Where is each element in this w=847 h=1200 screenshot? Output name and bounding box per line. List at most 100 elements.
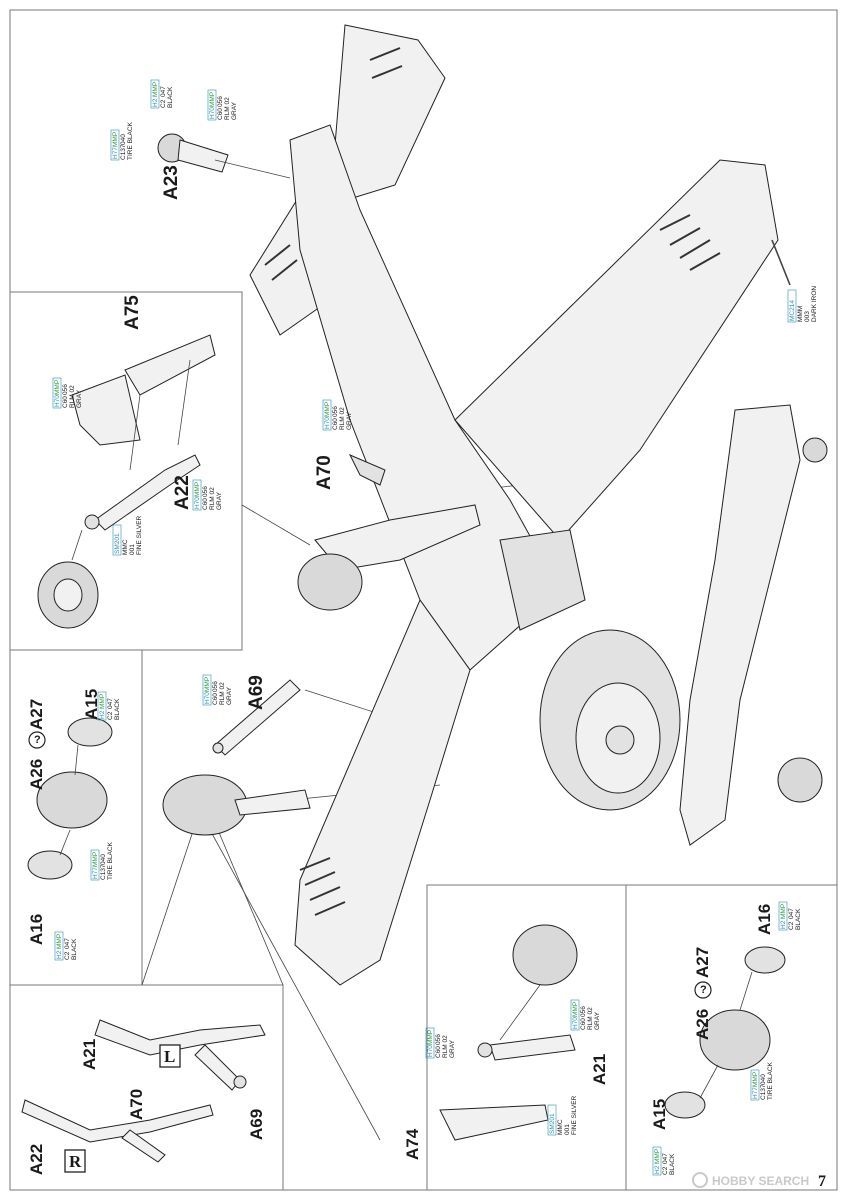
part-label-a26-left: A26 [27,759,46,790]
svg-text:H2: H2 [56,950,63,959]
svg-text:C60: C60 [202,498,209,510]
svg-text:GRAY: GRAY [216,491,223,510]
hub-cover-a16-right [744,946,786,974]
svg-text:056: 056 [202,486,209,497]
svg-text:C137: C137 [120,144,127,160]
strut-a21-upper [234,789,311,816]
panel-leg-a21 [426,884,837,1190]
gear-door-a74 [439,1104,549,1141]
optional-parts-symbol-left [28,731,46,749]
svg-text:GRAY: GRAY [226,686,233,705]
part-label-a16-right: A16 [755,904,774,935]
side-marker-left-box [159,1044,181,1068]
svg-text:SM201: SM201 [549,1113,556,1134]
svg-text:GRAY: GRAY [231,101,238,120]
svg-text:DARK IRON: DARK IRON [811,286,818,322]
paint-callout-rlm02-a21: H70 MMP C60 056 RLM 02 GRAY [570,999,601,1031]
watermark-logo-icon [692,1172,708,1188]
svg-text:MMP: MMP [209,92,216,107]
svg-text:C137: C137 [760,1084,767,1100]
svg-text:H77: H77 [92,867,99,879]
spinner [605,725,635,755]
svg-text:MC214: MC214 [789,300,796,321]
part-label-a27-right: A27 [693,947,712,978]
paint-callout-black-a16-right: H2 MMP C2 047 BLACK [778,901,802,931]
paint-callout-rlm02-a74: H70 MMP C60 056 RLM 02 GRAY [425,1027,456,1059]
part-label-a21-install: A21 [590,1054,609,1085]
svg-text:RLM 02: RLM 02 [209,487,216,510]
svg-text:MMP: MMP [752,1072,759,1087]
svg-text:H2: H2 [654,1165,661,1174]
svg-text:MMP: MMP [112,132,119,147]
svg-text:047: 047 [662,1153,669,1164]
paint-callout-fine-silver-a21: SM201 MMC 001 FINE SILVER [547,1095,578,1136]
svg-text:001: 001 [129,544,136,555]
svg-text:056: 056 [332,406,339,417]
svg-text:H2: H2 [780,920,787,929]
wheel-on-leg [512,924,578,986]
pitot-tube [771,239,791,286]
side-marker-right: R [69,1152,82,1171]
svg-text:MMP: MMP [54,380,61,395]
svg-text:047: 047 [64,938,71,949]
hub-cover-a15-right [664,1091,706,1119]
tail-wheel-fork [177,139,229,173]
wing-stripes [264,47,721,916]
wheel-a26-a27-right [699,1009,771,1071]
gear-leg-a22-right [21,1099,214,1143]
svg-text:047: 047 [160,86,167,97]
svg-text:C137: C137 [100,864,107,880]
svg-text:MMP: MMP [204,677,211,692]
svg-text:C2: C2 [64,951,71,960]
svg-text:TIRE BLACK: TIRE BLACK [127,121,134,160]
part-label-a22-main: A22 [172,475,193,510]
svg-text:H70: H70 [54,395,61,407]
gear-strut-a22 [94,454,201,531]
paint-callout-tire-black-left: H77 MMP C137 040 TIRE BLACK [90,841,114,881]
svg-text:056: 056 [217,96,224,107]
svg-text:MMC: MMC [557,1119,564,1135]
svg-text:H70: H70 [572,1017,579,1029]
svg-text:BLACK: BLACK [71,938,78,960]
paint-callout-tire-black-a23: H77 MMP C137 040 TIRE BLACK [110,121,134,161]
side-marker-right-box [64,1149,86,1173]
paint-callout-rlm02-a75: H70 MMP C60 056 RLM 02 GRAY [52,377,83,409]
paint-callout-black-a16-left: H2 MMP C2 047 BLACK [54,931,78,961]
side-fuselage [679,404,801,846]
wheel-well [499,529,586,631]
svg-text:C2: C2 [662,1166,669,1175]
tail-wheel-side [802,437,828,463]
svg-text:C2: C2 [160,99,167,108]
retraction-arm-a69-left [194,1044,241,1091]
part-label-a27-left: A27 [27,699,46,730]
svg-text:FINE SILVER: FINE SILVER [136,515,143,555]
side-marker-left: L [164,1047,175,1066]
svg-text:MMP: MMP [572,1002,579,1017]
part-label-a15-right: A15 [650,1099,669,1130]
svg-text:BLACK: BLACK [669,1153,676,1175]
svg-text:FINE SILVER: FINE SILVER [571,1095,578,1135]
part-label-a22-lr: A22 [27,1144,46,1175]
svg-text:TIRE BLACK: TIRE BLACK [107,841,114,880]
part-label-a70-main: A70 [314,455,335,490]
svg-text:RLM 02: RLM 02 [224,97,231,120]
page-number: 7 [818,1173,826,1190]
paint-callout-rlm02-a22: H70 MMP C60 056 RLM 02 GRAY [192,479,223,511]
paint-callout-rlm02-a70: H70 MMP C60 056 RLM 02 GRAY [322,399,353,431]
svg-text:MMP: MMP [99,694,106,709]
svg-text:C60: C60 [212,693,219,705]
svg-text:MMM: MMM [797,306,804,322]
gear-leg-a21-install [489,1034,576,1061]
watermark-text: HOBBY SEARCH [712,1174,809,1188]
svg-text:BLACK: BLACK [795,908,802,930]
paint-callout-tire-black-right: H77 MMP C137 040 TIRE BLACK [750,1061,774,1101]
svg-text:RLM 02: RLM 02 [442,1035,449,1058]
paint-callout-rlm02-a69: H70 MMP C60 056 RLM 02 GRAY [202,674,233,706]
paint-callout-black-a15-right: H2 MMP C2 047 BLACK [652,1146,676,1176]
svg-text:BLACK: BLACK [114,698,121,720]
installed-main-wheel [297,553,363,611]
svg-text:MMP: MMP [427,1030,434,1045]
panel-wheel-left [10,649,143,985]
svg-text:H70: H70 [427,1045,434,1057]
part-label-a75: A75 [122,295,143,330]
